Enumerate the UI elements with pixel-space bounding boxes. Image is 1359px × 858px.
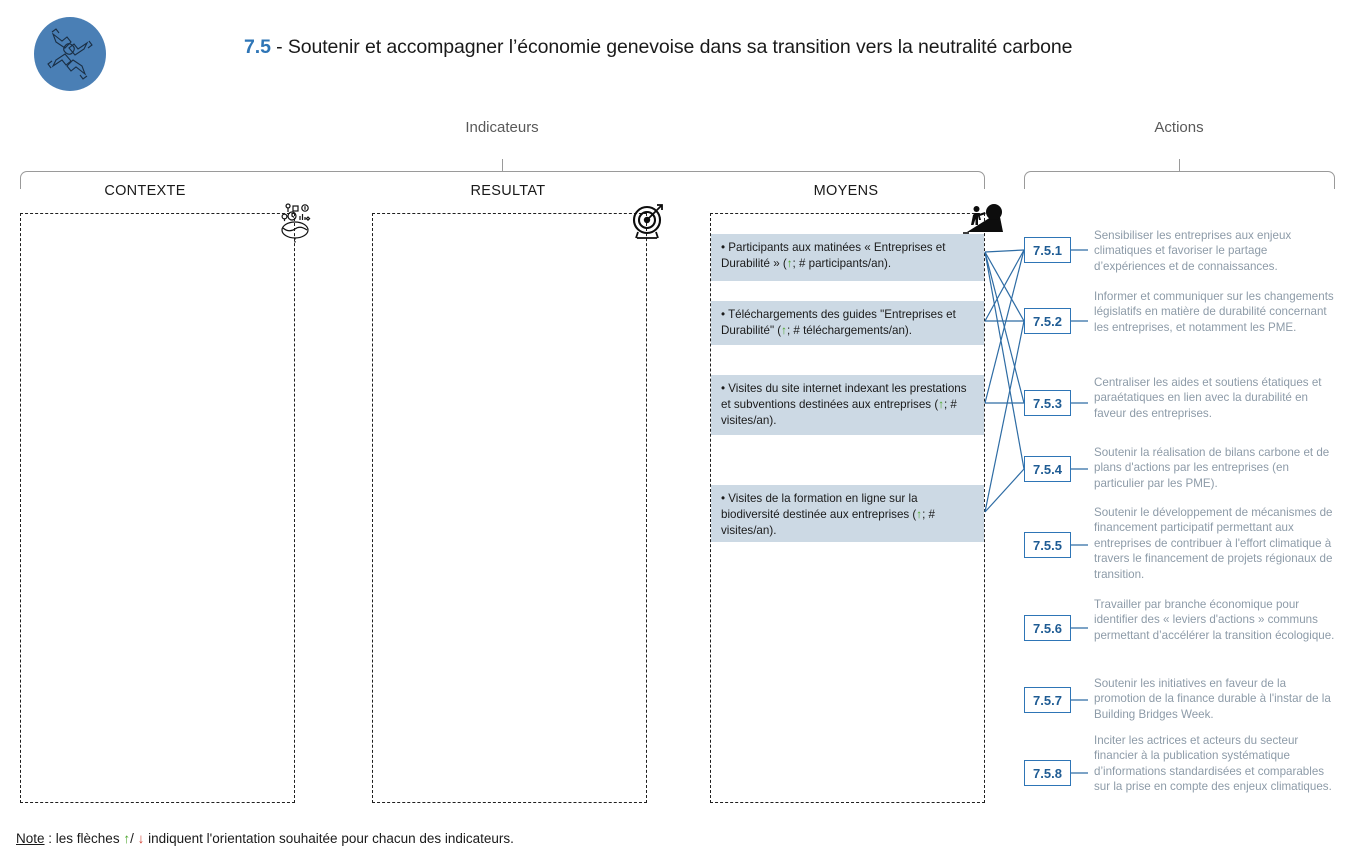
indicator-text-before-1: Participants aux matinées « Entreprises … (721, 241, 946, 270)
action-text-7-5-5: Soutenir le développement de mécanismes … (1094, 506, 1333, 581)
indicator-text-before-2: Téléchargements des guides "Entreprises … (721, 308, 956, 337)
action-text-7-5-3: Centraliser les aides et soutiens étatiq… (1094, 376, 1322, 420)
indicator-text-after-4: ; # visites/an). (721, 507, 935, 537)
bracket-actions (1024, 171, 1335, 189)
footer-note-label: Note (16, 831, 45, 846)
indicator-cell-moyens-2: • Téléchargements des guides "Entreprise… (711, 301, 984, 345)
action-code-7-5-2[interactable]: 7.5.2 (1024, 308, 1071, 334)
indicator-text-after-2: ; # téléchargements/an). (786, 323, 912, 337)
column-header-moyens: MOYENS (813, 183, 879, 199)
group-label-actions: Actions (1154, 119, 1204, 136)
action-text-7-5-8: Inciter les actrices et acteurs du secte… (1094, 734, 1332, 794)
column-header-contexte: CONTEXTE (104, 183, 186, 199)
arrow-up-icon: ↑ (781, 323, 787, 337)
arrow-up-icon: ↑ (786, 256, 793, 270)
action-code-7-5-7[interactable]: 7.5.7 (1024, 687, 1071, 713)
target-bullseye-icon (629, 200, 669, 240)
action-code-7-5-6[interactable]: 7.5.6 (1024, 615, 1071, 641)
group-label-indicateurs: Indicateurs (465, 119, 539, 136)
page-title-text: Soutenir et accompagner l’économie genev… (287, 36, 1073, 58)
action-code-7-5-8[interactable]: 7.5.8 (1024, 760, 1071, 786)
action-text-7-5-1: Sensibiliser les entreprises aux enjeux … (1094, 229, 1292, 273)
indicator-cell-moyens-3: • Visites du site internet indexant les … (711, 375, 984, 435)
action-text-7-5-4: Soutenir la réalisation de bilans carbon… (1094, 446, 1330, 490)
footer-note-separator: / (130, 831, 138, 846)
program-logo (31, 16, 109, 92)
action-code-7-5-4[interactable]: 7.5.4 (1024, 456, 1071, 482)
indicator-bullet-3: • (721, 382, 729, 395)
bracket-stem-indicateurs (502, 159, 503, 171)
person-pushing-boulder-icon (963, 201, 1003, 241)
indicator-text-after-1: ; # participants/an). (792, 256, 892, 270)
footer-note-part2: indiquent l'orientation souhaitée pour c… (144, 831, 514, 846)
action-text-7-5-6: Travailler par branche économique pour i… (1094, 598, 1335, 642)
footer-note-part1: : les flèches (44, 831, 124, 846)
indicator-bullet-1: • (721, 241, 729, 254)
bracket-stem-actions (1179, 159, 1180, 171)
indicator-text-after-3: ; # visites/an). (721, 397, 957, 427)
page-title-number: 7.5 (244, 36, 271, 58)
footer-note: Note : les flèches ↑/ ↓ indiquent l'orie… (16, 831, 514, 846)
action-code-7-5-5[interactable]: 7.5.5 (1024, 532, 1071, 558)
indicator-text-before-3: Visites du site internet indexant les pr… (721, 382, 967, 411)
page-title-separator: - (270, 36, 288, 58)
page-title: 7.5 - Soutenir et accompagner l’économie… (244, 36, 1072, 59)
indicator-bullet-2: • (721, 308, 729, 321)
action-text-7-5-7: Soutenir les initiatives en faveur de la… (1094, 677, 1331, 721)
indicator-cell-moyens-1: • Participants aux matinées « Entreprise… (711, 234, 984, 281)
action-code-7-5-3[interactable]: 7.5.3 (1024, 390, 1071, 416)
column-box-contexte (20, 213, 295, 803)
arrow-down-icon: ↓ (137, 831, 145, 846)
indicator-text-before-4: Visites de la formation en ligne sur la … (721, 492, 918, 521)
globe-context-icon (276, 203, 316, 243)
arrow-up-icon: ↑ (916, 507, 923, 521)
column-box-resultat (372, 213, 647, 803)
bracket-indicateurs (20, 171, 985, 189)
action-code-7-5-1[interactable]: 7.5.1 (1024, 237, 1071, 263)
indicator-cell-moyens-4: • Visites de la formation en ligne sur l… (711, 485, 984, 542)
indicator-bullet-4: • (721, 492, 729, 505)
action-text-7-5-2: Informer et communiquer sur les changeme… (1094, 290, 1334, 334)
arrow-up-icon: ↑ (938, 397, 944, 411)
arrow-up-icon: ↑ (123, 831, 131, 846)
column-header-resultat: RESULTAT (470, 183, 546, 199)
